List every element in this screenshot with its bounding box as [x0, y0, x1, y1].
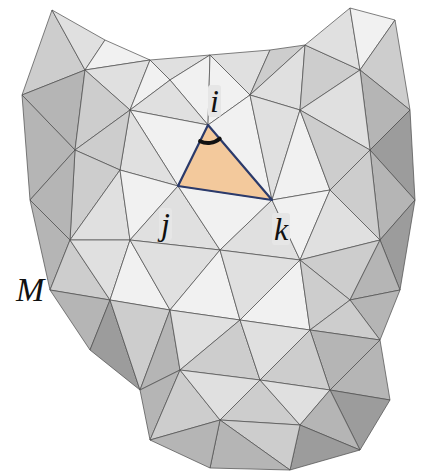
vertex-label: j: [159, 208, 172, 240]
mesh-face: [330, 340, 390, 400]
mesh-face: [210, 420, 290, 470]
mesh-face: [70, 170, 130, 240]
mesh-face: [240, 260, 310, 330]
mesh-face: [350, 240, 400, 300]
mesh-face: [290, 425, 360, 470]
mesh-faces: [22, 8, 415, 470]
mesh-face: [150, 420, 220, 468]
vertex-label: k: [272, 213, 290, 245]
mesh-face: [260, 330, 330, 390]
highlighted-triangle: [178, 125, 272, 200]
vertex-label: i: [208, 85, 221, 117]
mesh-label: M: [14, 273, 46, 307]
angle-arc: [200, 139, 220, 143]
